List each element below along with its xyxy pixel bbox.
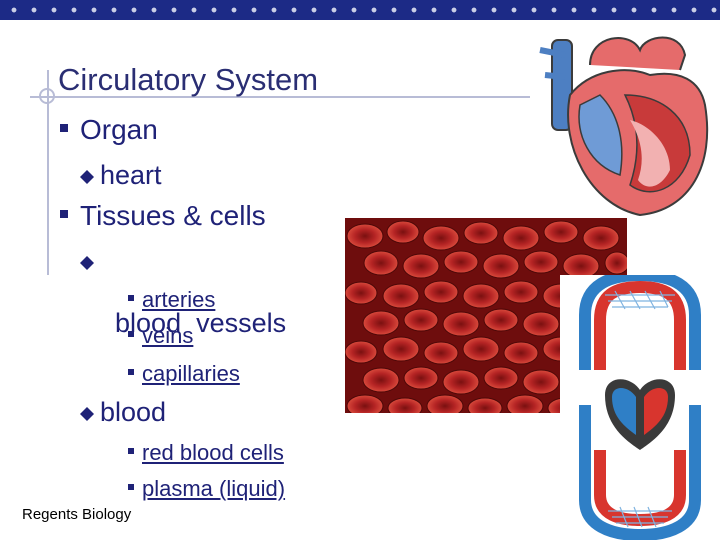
bullet-arteries: arteries	[128, 287, 215, 313]
heart-illustration	[539, 36, 709, 217]
bullet-capillaries: capillaries	[128, 361, 240, 387]
bullet-tissues: Tissues & cells	[60, 200, 266, 232]
bullet-heart-text: heart	[100, 160, 162, 190]
crosshair-icon	[39, 88, 55, 104]
title-underline	[30, 96, 530, 98]
banner-dots	[0, 5, 720, 15]
square-bullet-icon	[128, 331, 134, 338]
bullet-organ: Organ	[60, 114, 158, 146]
bullet-blood-vessels: blood vessels	[80, 246, 287, 339]
bullet-arteries-text: arteries	[142, 287, 216, 312]
diamond-bullet-icon	[80, 170, 94, 184]
bullet-veins: veins	[128, 323, 193, 349]
diamond-bullet-icon	[80, 256, 94, 270]
bullet-capillaries-text: capillaries	[142, 361, 240, 386]
bullet-blood: blood	[80, 397, 167, 428]
bullet-organ-text: Organ	[80, 114, 158, 145]
slide-title: Circulatory System	[58, 62, 319, 97]
square-bullet-icon	[128, 484, 134, 491]
bullet-blood-vessels-text: blood vessels	[115, 308, 287, 338]
square-bullet-icon	[60, 123, 68, 132]
bullet-blood-text: blood	[100, 397, 167, 427]
bullet-plasma: plasma (liquid)	[128, 476, 285, 502]
bullet-veins-text: veins	[142, 323, 194, 348]
vertical-rule	[47, 70, 49, 275]
footer-label: Regents Biology	[22, 506, 132, 523]
bullet-rbc-text: red blood cells	[142, 440, 284, 465]
bullet-plasma-text: plasma (liquid)	[142, 476, 286, 501]
bullet-red-blood-cells: red blood cells	[128, 440, 284, 466]
circulation-diagram	[560, 275, 720, 540]
diamond-bullet-icon	[80, 407, 94, 421]
square-bullet-icon	[128, 448, 134, 455]
square-bullet-icon	[128, 295, 134, 302]
bullet-heart: heart	[80, 160, 162, 191]
top-banner	[0, 0, 720, 20]
bullet-tissues-text: Tissues & cells	[80, 200, 266, 231]
square-bullet-icon	[128, 369, 134, 376]
square-bullet-icon	[60, 209, 68, 218]
